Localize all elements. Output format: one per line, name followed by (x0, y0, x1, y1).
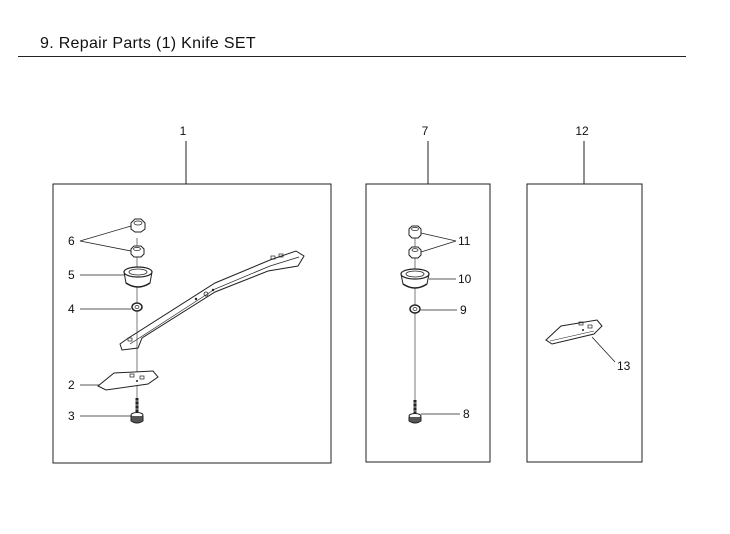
replacement-blade-icon (545, 319, 603, 345)
leader-11a (420, 232, 457, 242)
callout-11: 11 (458, 234, 471, 248)
callout-5: 5 (68, 268, 75, 282)
blade-holder-icon-7 (400, 268, 430, 289)
leader-11b (420, 240, 457, 253)
callout-3: 3 (68, 409, 75, 423)
blade-holder-icon (123, 266, 153, 288)
nut-top-icon-7 (408, 225, 422, 239)
callout-12: 12 (575, 124, 589, 138)
callout-13: 13 (617, 359, 631, 373)
callout-7: 7 (422, 124, 429, 138)
nut-top-icon (130, 218, 146, 233)
callout-10: 10 (458, 272, 472, 286)
long-blade (119, 250, 305, 351)
callout-8: 8 (463, 407, 470, 421)
set-1-frame (52, 183, 332, 464)
page-title: 9. Repair Parts (1) Knife SET (40, 35, 256, 52)
callout-6: 6 (68, 234, 75, 248)
leader-6a (79, 225, 132, 242)
washer-icon-7 (409, 304, 421, 314)
bolt-icon (130, 398, 144, 424)
title-divider (18, 56, 686, 57)
callout-1: 1 (180, 124, 187, 138)
callout-9: 9 (460, 303, 467, 317)
nut-lower-icon-7 (408, 246, 422, 259)
callout-2: 2 (68, 378, 75, 392)
washer-icon (131, 302, 143, 312)
set-7-frame (365, 183, 491, 463)
bolt-icon-7 (408, 400, 422, 424)
nut-lower-icon (130, 245, 145, 258)
set-12-frame (526, 183, 643, 463)
set-12-group: 12 13 (526, 124, 643, 463)
set-1-group: 1 6 (52, 124, 332, 464)
leader-13 (591, 336, 616, 363)
small-blade-icon (97, 370, 159, 391)
set-7-group: 7 11 10 9 (365, 124, 491, 463)
callout-4: 4 (68, 302, 75, 316)
leader-6b (79, 240, 132, 252)
